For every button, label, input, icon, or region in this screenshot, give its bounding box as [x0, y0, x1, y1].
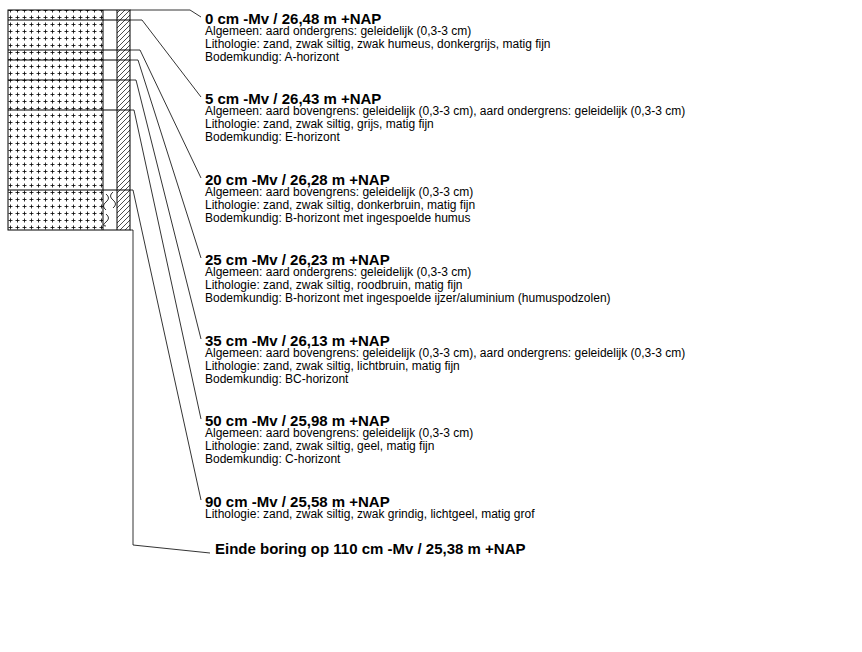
description-line: Bodemkundig: B-horizont met ingespoelde … [205, 291, 611, 305]
description-line: Algemeen: aard ondergrens: geleidelijk (… [205, 24, 471, 38]
boring-column [8, 10, 130, 230]
layer-boundary [8, 20, 130, 190]
column-divider [103, 10, 117, 230]
description-line: Lithologie: zand, zwak siltig, zwak grin… [205, 507, 535, 521]
sand-pattern [8, 10, 103, 230]
description-line: Bodemkundig: B-horizont met ingespoelde … [205, 211, 471, 225]
description-line: Algemeen: aard ondergrens: geleidelijk (… [205, 265, 471, 279]
description-line: Lithologie: zand, zwak siltig, grijs, ma… [205, 117, 434, 131]
depth-heading: Einde boring op 110 cm -Mv / 25,38 m +NA… [215, 540, 526, 557]
description-line: Bodemkundig: C-horizont [205, 452, 340, 466]
hatch-strip [117, 10, 130, 230]
description-line: Bodemkundig: BC-horizont [205, 372, 348, 386]
description-line: Algemeen: aard bovengrens: geleidelijk (… [205, 104, 685, 118]
description-line: Bodemkundig: E-horizont [205, 130, 340, 144]
description-line: Lithologie: zand, zwak siltig, lichtbrui… [205, 359, 460, 373]
description-line: Lithologie: zand, zwak siltig, roodbruin… [205, 278, 462, 292]
description-line: Lithologie: zand, zwak siltig, geel, mat… [205, 439, 434, 453]
description-line: Algemeen: aard bovengrens: geleidelijk (… [205, 426, 473, 440]
description-line: Bodemkundig: A-horizont [205, 50, 339, 64]
description-line: Algemeen: aard bovengrens: geleidelijk (… [205, 185, 473, 199]
gravel-symbol [104, 192, 116, 226]
description-line: Lithologie: zand, zwak siltig, donkerbru… [205, 198, 475, 212]
description-line: Lithologie: zand, zwak siltig, zwak hume… [205, 37, 551, 51]
description-line: Algemeen: aard bovengrens: geleidelijk (… [205, 346, 685, 360]
leader-lines [130, 10, 210, 553]
